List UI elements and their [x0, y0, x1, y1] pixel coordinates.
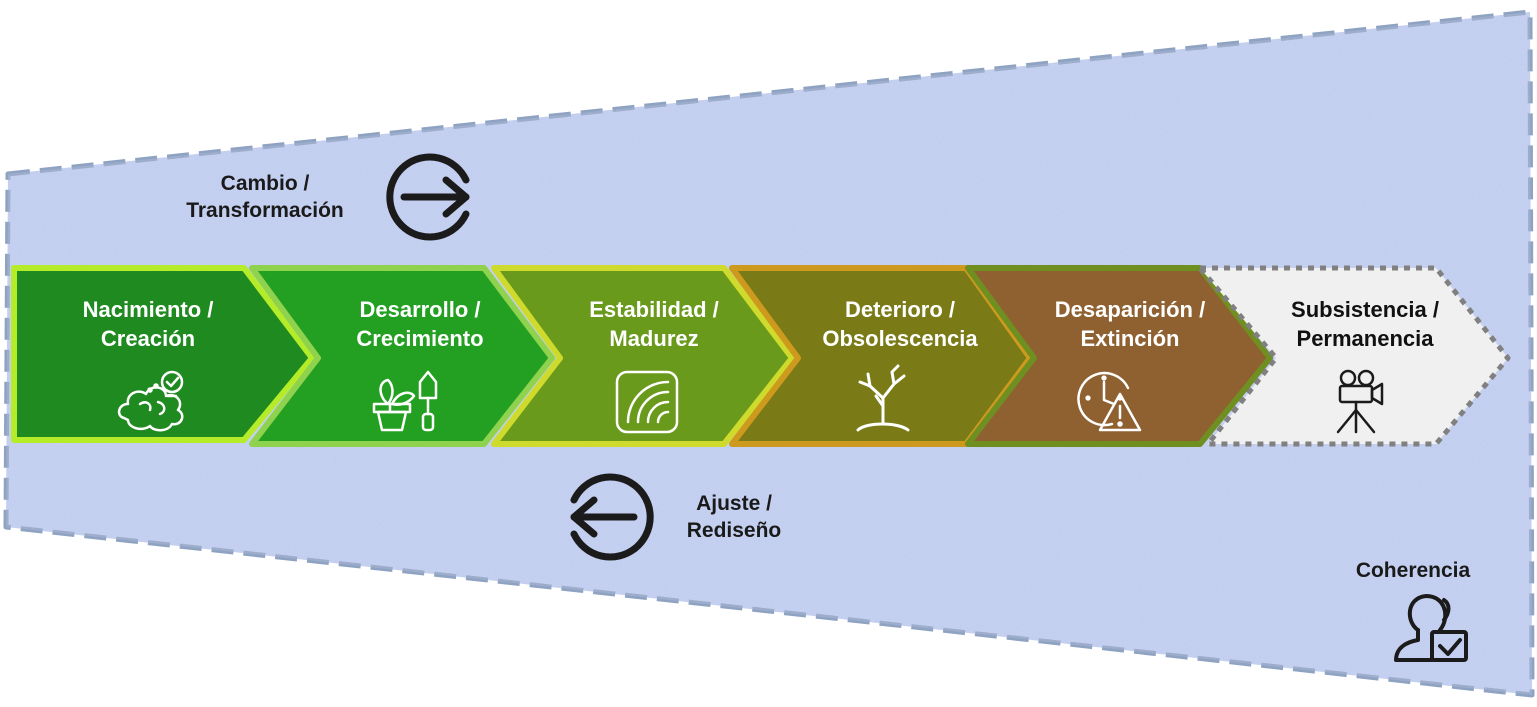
person-check-icon [1394, 594, 1468, 662]
stage-label-5-line1: Desaparición / [1054, 297, 1206, 322]
stage-label-1-line2: Creación [100, 325, 196, 351]
stage-chevron-6 [1197, 265, 1511, 447]
arrow-left-circle-icon [570, 473, 654, 561]
stage-label-5: Desaparición / Extinción [1030, 296, 1230, 353]
stage-label-1-line1: Nacimiento / [82, 297, 214, 322]
change-label: Cambio / Transformación [160, 170, 370, 225]
clock-warning-icon [1077, 371, 1142, 432]
idea-brain-icon [117, 370, 184, 432]
video-camera-tripod-icon [1336, 369, 1384, 434]
change-label-line2: Transformación [186, 199, 344, 223]
stage-label-6: Subsistencia / Permanencia [1270, 296, 1460, 353]
adjust-label: Ajuste / Rediseño [664, 490, 804, 545]
coherence-label: Coherencia [1355, 559, 1471, 582]
stage-label-3-line2: Madurez [609, 325, 699, 351]
stage-label-6-line2: Permanencia [1296, 325, 1434, 351]
stage-label-4: Deterioro / Obsolescencia [800, 296, 1000, 353]
stage-label-6-line1: Subsistencia / [1291, 297, 1439, 322]
stage-label-3-line1: Estabilidad / [589, 297, 719, 322]
adjust-label-line2: Rediseño [686, 519, 782, 543]
stage-label-4-line2: Obsolescencia [822, 325, 978, 351]
stage-label-5-line2: Extinción [1080, 325, 1180, 351]
arrow-right-circle-icon [386, 153, 470, 241]
stage-label-4-line1: Deterioro / [844, 297, 956, 322]
stage-label-2-line1: Desarrollo / [359, 297, 481, 322]
stage-label-2-line2: Crecimiento [356, 325, 484, 351]
stage-chevron-1 [11, 265, 315, 443]
adjust-label-line1: Ajuste / [696, 492, 772, 515]
stage-label-2: Desarrollo / Crecimiento [330, 296, 510, 353]
signal-square-icon [615, 370, 679, 434]
stage-chevron-2 [249, 265, 555, 447]
stage-chevron-3 [491, 265, 795, 447]
change-label-line1: Cambio / [220, 172, 310, 195]
stage-label-3: Estabilidad / Madurez [564, 296, 744, 353]
dead-tree-icon [856, 364, 910, 432]
plant-pot-shovel-icon [372, 370, 438, 432]
stage-label-1: Nacimiento / Creación [58, 296, 238, 353]
